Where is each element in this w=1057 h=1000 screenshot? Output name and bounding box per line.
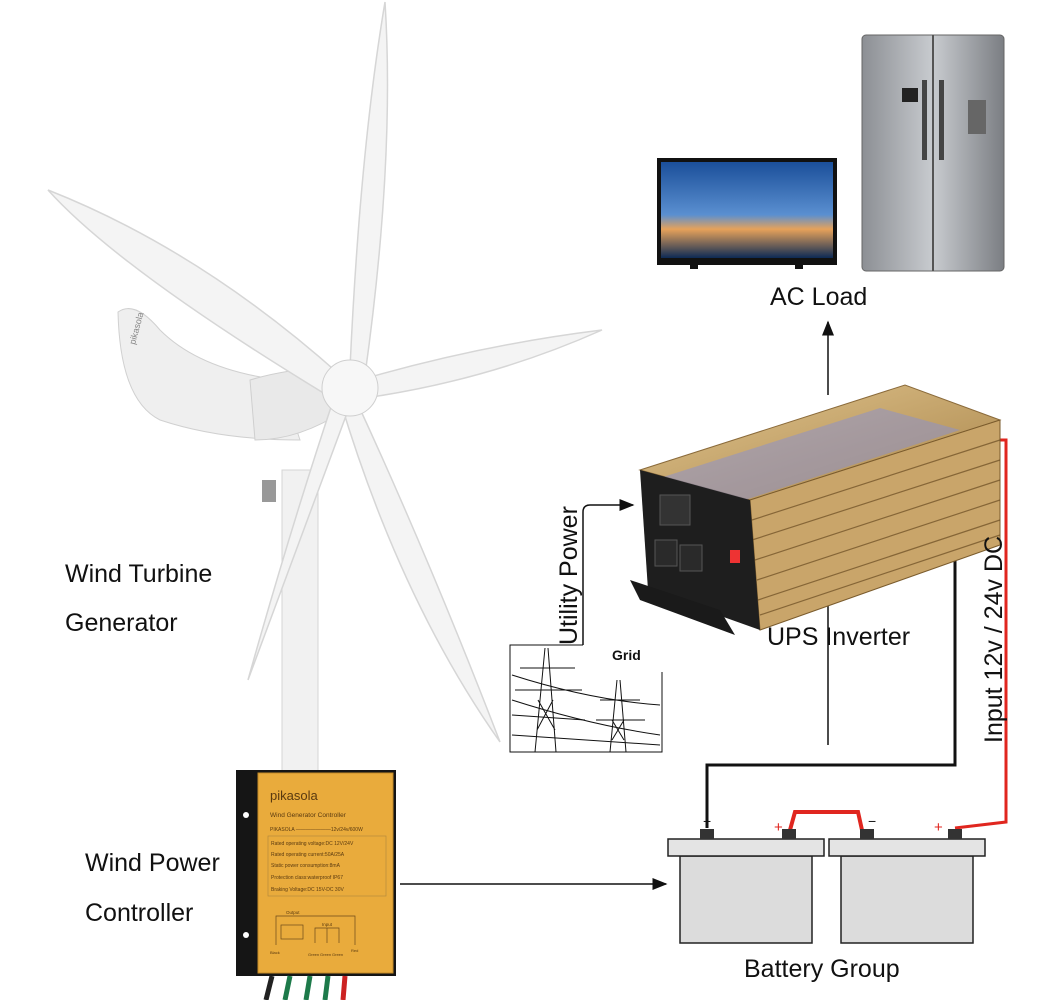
- terminal-label: Black: [270, 950, 280, 955]
- negative-terminal: −: [868, 813, 876, 829]
- positive-terminal: +: [934, 819, 943, 836]
- refrigerator-illustration: [861, 34, 1005, 272]
- controller-brand: pikasola: [270, 788, 318, 803]
- ups-inverter-illustration: [630, 384, 1002, 635]
- controller-spec: Rated operating voltage:DC 12V/24V: [271, 841, 354, 847]
- battery-1: − +: [667, 813, 825, 944]
- input-label: Input: [322, 922, 333, 927]
- turbine-hub: [321, 359, 379, 417]
- terminal-label: Red: [351, 948, 358, 953]
- utility-power-arrow: [582, 499, 635, 645]
- wind-turbine-illustration: pikasola: [47, 1, 603, 781]
- terminal-label: Green: [332, 952, 343, 957]
- negative-terminal: −: [703, 813, 711, 829]
- battery-2: − +: [828, 813, 986, 944]
- blade-2: [349, 1, 389, 377]
- generator-label: Generator: [65, 609, 178, 637]
- controller-spec: Braking Voltage:DC 15V-DC 30V: [271, 887, 344, 893]
- blade-4: [339, 397, 501, 743]
- controller-title: Wind Generator Controller: [270, 812, 347, 819]
- ups-inverter-label: UPS Inverter: [767, 623, 910, 651]
- ac-load-label: AC Load: [770, 283, 867, 311]
- controller-face: [257, 772, 394, 974]
- controller-spec: Static power consumption:8mA: [271, 863, 341, 869]
- controller-cables: [263, 975, 348, 1000]
- positive-terminal: +: [774, 819, 783, 836]
- turbine-bolt: [262, 480, 276, 502]
- black-dc-wire: [705, 500, 957, 828]
- battery-group: − + − +: [667, 813, 986, 944]
- utility-power-label: Utility Power: [555, 506, 583, 645]
- grid-label: Grid: [612, 647, 641, 663]
- wind-turbine-label: Wind Turbine: [65, 560, 212, 588]
- controller-label-line1: Wind Power: [85, 849, 220, 877]
- battery-link-wire: [788, 810, 864, 831]
- wind-power-controller: pikasola Wind Generator Controller PIKAS…: [236, 770, 396, 1000]
- controller-model: PIKASOLA ———————12v/24v/600W: [270, 827, 363, 833]
- grid-illustration: Grid: [509, 644, 663, 753]
- controller-label-line2: Controller: [85, 899, 193, 927]
- tv-illustration: [657, 158, 837, 269]
- red-dc-wire: [954, 438, 1008, 830]
- terminal-label: Green: [320, 952, 331, 957]
- blade-1: [47, 189, 341, 402]
- controller-spec: Rated operating current:50A/25A: [271, 852, 345, 858]
- blade-3: [359, 329, 603, 399]
- turbine-blades: [47, 1, 603, 743]
- blade-5: [247, 393, 351, 681]
- controller-spec: Protection class:waterproof IP67: [271, 875, 343, 881]
- input-dc-label: Input 12v / 24v DC: [980, 536, 1008, 743]
- battery-group-label: Battery Group: [744, 955, 900, 983]
- output-label: Output: [286, 910, 300, 915]
- terminal-label: Green: [308, 952, 319, 957]
